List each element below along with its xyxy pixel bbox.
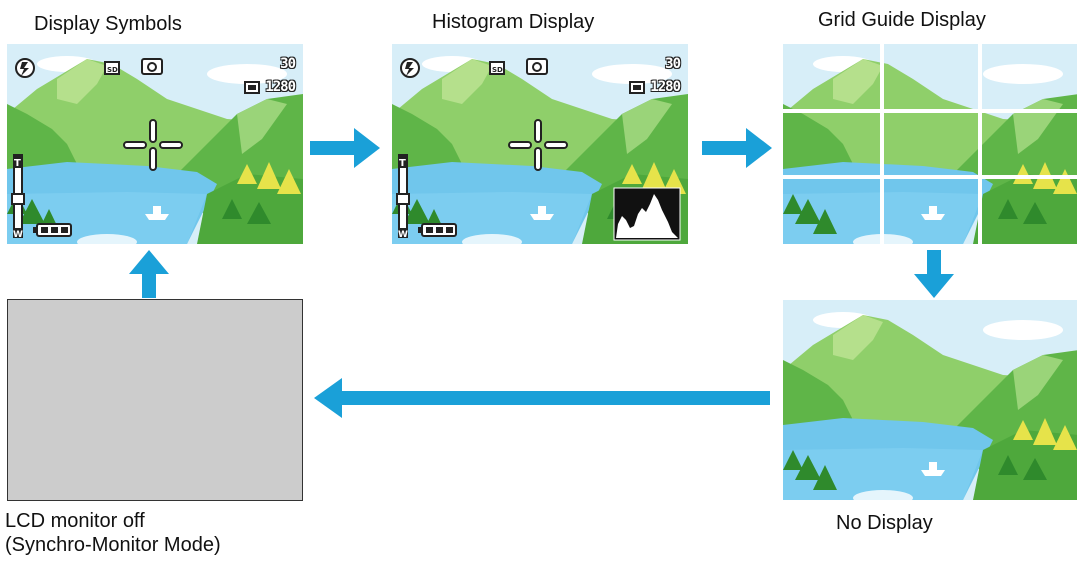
arrow-right-icon — [310, 128, 380, 168]
lcd-off-label-line1: LCD monitor off — [5, 510, 145, 532]
display-symbols-label: Display Symbols — [34, 13, 182, 35]
camera-icon — [526, 58, 548, 75]
sd-card-icon: SD — [489, 61, 505, 75]
display-symbols-screen: SD T — [7, 44, 303, 244]
svg-text:SD: SD — [492, 66, 503, 74]
image-size-icon — [244, 81, 260, 94]
zoom-bar-icon: T W — [11, 154, 25, 240]
zoom-bar-icon: T W — [396, 154, 410, 240]
focus-frame — [123, 119, 183, 171]
image-size-icon — [629, 81, 645, 94]
grid-guide-display-screen — [783, 44, 1077, 244]
histogram-display-screen: SD T W — [392, 44, 688, 244]
grid-lines — [783, 44, 1077, 244]
landscape-image — [783, 300, 1077, 500]
grid-guide-display-label: Grid Guide Display — [818, 9, 986, 31]
lcd-off-label: LCD monitor off (Synchro-Monitor Mode) — [5, 509, 221, 557]
no-display-label: No Display — [836, 512, 933, 534]
histogram-icon — [613, 187, 681, 241]
svg-text:T: T — [399, 158, 406, 169]
osd-overlay: SD T W — [392, 44, 688, 244]
image-size: 1280 — [265, 79, 296, 95]
shots-remaining: 30 — [280, 56, 296, 72]
arrow-right-icon — [702, 128, 772, 168]
osd-overlay: SD T — [7, 44, 303, 244]
flash-off-icon — [400, 58, 420, 78]
histogram-display-label: Histogram Display — [432, 11, 595, 33]
lcd-off-screen — [7, 299, 303, 501]
shots-remaining: 30 — [665, 56, 681, 72]
flash-off-icon — [15, 58, 35, 78]
svg-text:W: W — [398, 230, 408, 240]
arrow-left-icon — [314, 378, 770, 418]
svg-text:SD: SD — [107, 66, 118, 74]
image-size: 1280 — [650, 79, 681, 95]
battery-icon — [33, 223, 72, 237]
battery-icon — [418, 223, 457, 237]
camera-icon — [141, 58, 163, 75]
svg-text:T: T — [14, 158, 21, 169]
sd-card-icon: SD — [104, 61, 120, 75]
arrow-up-icon — [129, 250, 169, 298]
svg-text:W: W — [13, 230, 23, 240]
arrow-down-icon — [914, 250, 954, 298]
focus-frame — [508, 119, 568, 171]
no-display-screen — [783, 300, 1077, 500]
lcd-off-label-line2: (Synchro-Monitor Mode) — [5, 534, 221, 556]
